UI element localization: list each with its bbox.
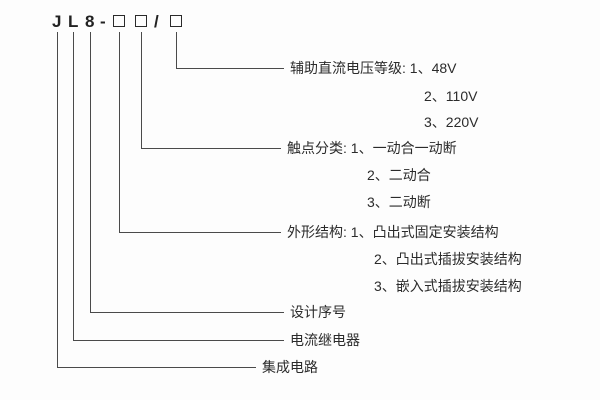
label-structure-line1: 外形结构: 1、凸出式固定安装结构 bbox=[287, 224, 499, 240]
label-structure-line3: 3、嵌入式插拔安装结构 bbox=[374, 278, 522, 294]
placeholder-box-contact bbox=[135, 15, 147, 27]
placeholder-box-structure bbox=[113, 15, 125, 27]
model-char-slash: / bbox=[154, 12, 159, 31]
connector-horizontal-contact bbox=[141, 148, 281, 149]
label-aux-voltage-line1: 辅助直流电压等级: 1、48V bbox=[290, 60, 457, 76]
model-char-l: L bbox=[68, 12, 79, 31]
model-char-j: J bbox=[52, 12, 62, 31]
connector-vertical-design-serial bbox=[90, 32, 91, 312]
connector-horizontal-current-relay bbox=[73, 340, 284, 341]
connector-vertical-current-relay bbox=[73, 32, 74, 340]
connector-horizontal-integrated-circuit bbox=[57, 367, 256, 368]
connector-horizontal-design-serial bbox=[90, 312, 284, 313]
placeholder-box-aux-voltage bbox=[170, 15, 182, 27]
connector-vertical-structure bbox=[119, 32, 120, 232]
connector-vertical-aux-voltage bbox=[176, 32, 177, 68]
label-aux-voltage-line2: 2、110V bbox=[424, 88, 478, 104]
connector-horizontal-structure bbox=[119, 232, 281, 233]
label-structure-line2: 2、凸出式插拔安装结构 bbox=[374, 251, 522, 267]
label-contact-line1: 触点分类: 1、一动合一动断 bbox=[287, 140, 457, 156]
connector-horizontal-aux-voltage bbox=[176, 68, 284, 69]
label-contact-line2: 2、二动合 bbox=[367, 167, 431, 183]
label-aux-voltage-line3: 3、220V bbox=[424, 114, 479, 130]
label-contact-line3: 3、二动断 bbox=[367, 194, 431, 210]
connector-vertical-contact bbox=[141, 32, 142, 148]
connector-vertical-integrated-circuit bbox=[57, 32, 58, 367]
label-design-serial: 设计序号 bbox=[290, 304, 346, 320]
label-integrated-circuit: 集成电路 bbox=[262, 359, 318, 375]
model-char-8: 8 bbox=[85, 12, 95, 31]
label-current-relay: 电流继电器 bbox=[290, 332, 360, 348]
model-char-dash: - bbox=[100, 12, 106, 31]
